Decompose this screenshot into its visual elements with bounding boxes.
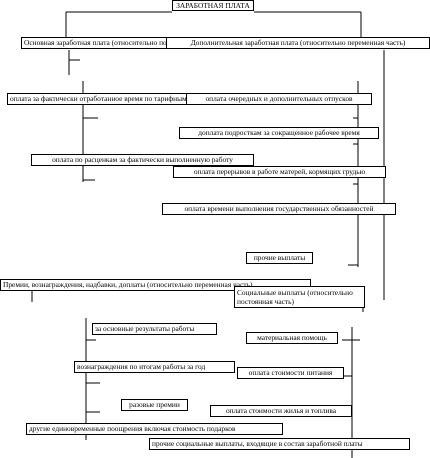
additional-item-teen-pay: доплата подросткам за сокращенное рабоче…	[179, 127, 379, 139]
title-box: ЗАРАБОТНАЯ ПЛАТА	[172, 0, 254, 11]
social-item-meals: оплата стоимости питания	[237, 367, 344, 379]
bonus-item-annual-reward: вознаграждения по итогам работы за год	[74, 361, 235, 373]
social-item-financial-aid: материальная помощь	[246, 332, 338, 344]
additional-item-other: прочие выплаты	[246, 252, 313, 264]
basic-item-time-pay: оплата за фактически отработанное время …	[7, 93, 187, 105]
bonus-item-one-time: разовые премии	[121, 399, 188, 411]
additional-item-nursing-breaks: оплата перерывов в работе матерей, кормя…	[173, 166, 386, 178]
social-item-other: прочие социальные выплаты, входящие в со…	[149, 438, 410, 450]
basic-salary-box: Основная заработная плата (относительно …	[21, 37, 168, 49]
social-item-housing-fuel: оплата стоимости жилья и топлива	[210, 405, 352, 417]
additional-item-state-duties: оплата времени выполнения государственны…	[162, 203, 396, 215]
social-payments-box: Социальные выплаты (относительно постоян…	[234, 286, 365, 308]
bonuses-box: Премии, вознаграждения, надбавки, доплат…	[0, 279, 311, 291]
bonus-item-gifts: другие единовременные поощрения включая …	[26, 423, 283, 435]
additional-item-vacation: оплата очередных и дополнительных отпуск…	[186, 93, 372, 105]
basic-item-piece-pay: оплата по расценкам за фактически выполн…	[31, 154, 254, 166]
bonus-item-main-results: за основные результаты работы	[92, 323, 217, 335]
additional-salary-box: Дополнительная заработная плата (относит…	[166, 37, 430, 49]
